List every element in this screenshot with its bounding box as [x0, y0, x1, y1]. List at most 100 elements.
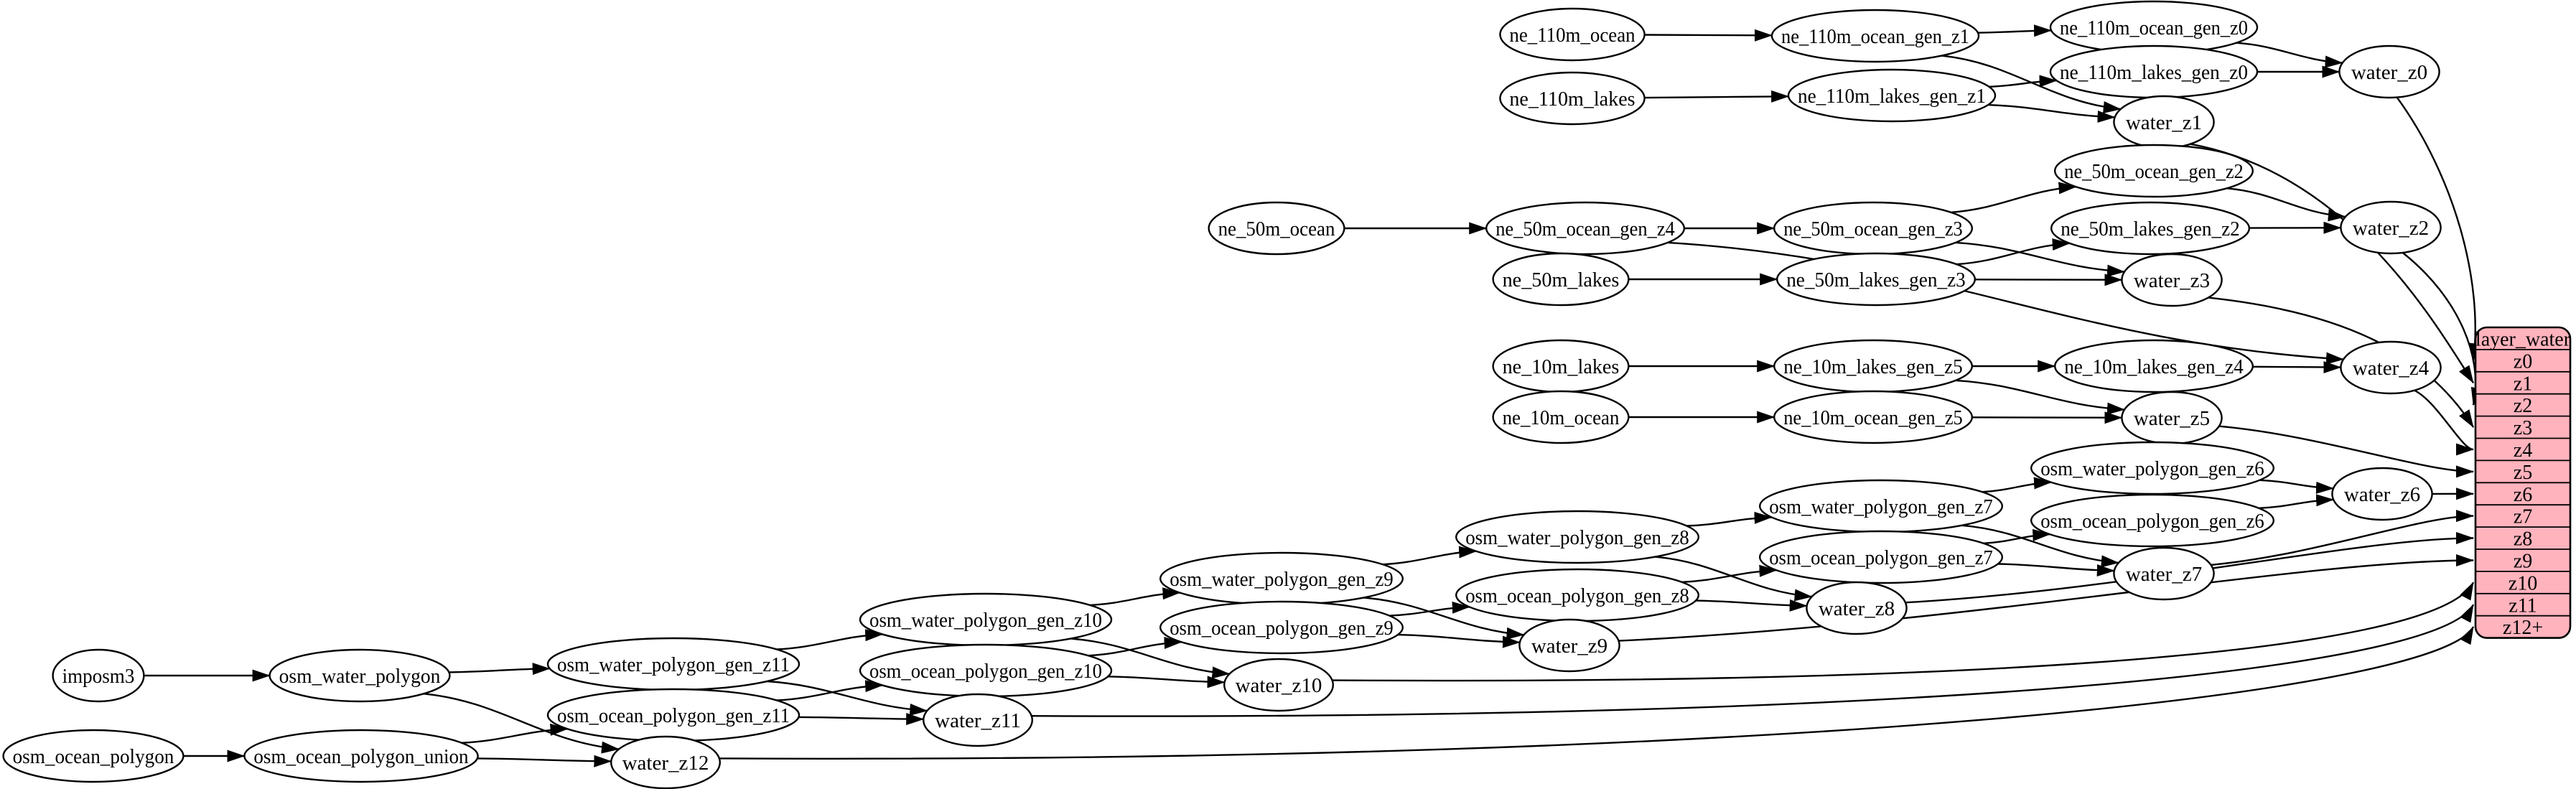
node-label-ne_50m_ocean_gen_z2: ne_50m_ocean_gen_z2	[2064, 160, 2244, 183]
node-label-ne_10m_ocean: ne_10m_ocean	[1503, 406, 1620, 429]
node-label-water_z1: water_z1	[2126, 111, 2202, 134]
edge-osm_water_polygon_gen_z11-to-water_z11	[767, 680, 928, 716]
edge-osm_ocean_polygon_gen_z7-to-water_z7	[1997, 563, 2115, 576]
node-label-osm_ocean_polygon_gen_z11: osm_ocean_polygon_gen_z11	[557, 704, 790, 727]
node-ne_50m_ocean: ne_50m_ocean	[1208, 201, 1345, 256]
node-water_z0: water_z0	[2338, 45, 2440, 99]
edge-osm_ocean_polygon_gen_z10-to-water_z10	[1108, 676, 1226, 688]
edge-osm_water_polygon_gen_z9-to-water_z9	[1363, 597, 1525, 640]
edge-osm_ocean_polygon_gen_z7-to-osm_ocean_polygon_gen_z6	[1983, 528, 2051, 544]
node-ellipse-water_z12	[610, 735, 721, 789]
node-label-water_z10: water_z10	[1236, 674, 1322, 697]
node-label-ne_110m_lakes_gen_z0: ne_110m_lakes_gen_z0	[2060, 61, 2248, 84]
node-label-imposm3: imposm3	[62, 665, 135, 688]
node-ne_10m_lakes_gen_z5: ne_10m_lakes_gen_z5	[1773, 339, 1973, 393]
node-ellipse-osm_ocean_polygon_gen_z9	[1159, 600, 1404, 655]
node-label-water_z9: water_z9	[1531, 635, 1607, 658]
node-water_z3: water_z3	[2121, 253, 2223, 307]
layer-water-table: layer_waterz0z1z2z3z4z5z6z7z8z9z10z11z12…	[2474, 326, 2572, 639]
node-osm_water_polygon_gen_z7: osm_water_polygon_gen_z7	[1758, 479, 2003, 533]
edge-osm_ocean_polygon_union-to-osm_ocean_polygon_gen_z11	[461, 723, 569, 744]
node-osm_water_polygon: osm_water_polygon	[269, 648, 451, 703]
node-label-osm_water_polygon_gen_z6: osm_water_polygon_gen_z6	[2040, 457, 2264, 480]
edge-ne_50m_lakes_gen_z3-to-water_z3	[1974, 274, 2123, 286]
node-ellipse-ne_10m_lakes_gen_z4	[2053, 339, 2254, 393]
node-ellipse-ne_50m_ocean_gen_z4	[1485, 201, 1685, 256]
node-label-ne_10m_ocean_gen_z5: ne_10m_ocean_gen_z5	[1783, 406, 1963, 429]
node-ellipse-ne_110m_ocean_gen_z1	[1770, 9, 1980, 63]
node-label-ne_110m_ocean: ne_110m_ocean	[1509, 24, 1635, 47]
edge-water_z12-to-layer_water-z12+	[719, 626, 2475, 760]
edge-osm_water_polygon_gen_z8-to-water_z8	[1655, 556, 1813, 602]
node-ne_10m_lakes_gen_z4: ne_10m_lakes_gen_z4	[2053, 339, 2254, 393]
node-ellipse-osm_ocean_polygon_gen_z7	[1758, 530, 2003, 584]
node-ne_10m_ocean_gen_z5: ne_10m_ocean_gen_z5	[1773, 390, 1973, 444]
node-ellipse-water_z6	[2331, 467, 2433, 521]
node-label-ne_110m_ocean_gen_z1: ne_110m_ocean_gen_z1	[1781, 25, 1969, 48]
node-ellipse-ne_50m_lakes	[1492, 252, 1630, 307]
node-ne_50m_lakes_gen_z2: ne_50m_lakes_gen_z2	[2050, 201, 2250, 256]
table-row-z12+: z12+	[2503, 617, 2543, 639]
node-label-water_z12: water_z12	[622, 752, 709, 775]
edge-osm_water_polygon_gen_z8-to-osm_water_polygon_gen_z7	[1686, 511, 1773, 527]
node-label-water_z4: water_z4	[2353, 357, 2430, 380]
edge-ne_50m_lakes_gen_z3-to-ne_50m_lakes_gen_z2	[1956, 238, 2071, 266]
edge-ne_50m_ocean_gen_z3-to-water_z3	[1955, 241, 2125, 277]
table-row-z3: z3	[2514, 417, 2532, 439]
node-ne_110m_lakes_gen_z1: ne_110m_lakes_gen_z1	[1787, 68, 1997, 123]
edge-water_z8-to-layer_water-z8	[1905, 532, 2474, 604]
node-ne_110m_ocean_gen_z0: ne_110m_ocean_gen_z0	[2049, 0, 2259, 55]
node-label-osm_water_polygon_gen_z9: osm_water_polygon_gen_z9	[1170, 568, 1394, 591]
node-label-osm_water_polygon_gen_z7: osm_water_polygon_gen_z7	[1769, 495, 1993, 518]
edge-osm_ocean_polygon_gen_z9-to-water_z9	[1397, 633, 1521, 648]
edge-osm_ocean_polygon_union-to-water_z12	[477, 755, 612, 767]
node-ellipse-water_z2	[2340, 200, 2442, 255]
node-water_z7: water_z7	[2113, 546, 2215, 601]
edge-water_z11-to-layer_water-z11	[1031, 604, 2475, 717]
edge-ne_110m_lakes_gen_z1-to-water_z1	[1988, 103, 2116, 123]
edge-ne_110m_ocean_gen_z1-to-ne_110m_ocean_gen_z0	[1977, 24, 2053, 37]
edges-layer	[144, 24, 2483, 767]
edge-ne_110m_lakes-to-ne_110m_lakes_gen_z1	[1644, 90, 1790, 103]
table-row-z2: z2	[2514, 395, 2532, 417]
node-label-ne_110m_lakes: ne_110m_lakes	[1509, 88, 1635, 111]
edge-osm_water_polygon_gen_z6-to-water_z6	[2259, 479, 2334, 494]
edge-osm_ocean_polygon_gen_z10-to-osm_ocean_polygon_gen_z9	[1088, 637, 1182, 657]
table-row-z9: z9	[2514, 551, 2532, 573]
node-label-osm_ocean_polygon_gen_z7: osm_ocean_polygon_gen_z7	[1769, 546, 1993, 569]
edge-ne_110m_ocean_gen_z0-to-water_z0	[2236, 42, 2343, 68]
table-row-z4: z4	[2514, 439, 2532, 462]
node-ellipse-ne_50m_lakes_gen_z2	[2050, 201, 2250, 256]
node-label-water_z8: water_z8	[1819, 597, 1895, 620]
node-label-osm_ocean_polygon_gen_z6: osm_ocean_polygon_gen_z6	[2040, 510, 2264, 533]
node-ne_110m_lakes_gen_z0: ne_110m_lakes_gen_z0	[2049, 45, 2259, 99]
node-osm_water_polygon_gen_z8: osm_water_polygon_gen_z8	[1455, 510, 1699, 564]
edge-osm_ocean_polygon_gen_z9-to-osm_ocean_polygon_gen_z8	[1389, 601, 1470, 617]
node-label-ne_10m_lakes_gen_z5: ne_10m_lakes_gen_z5	[1783, 355, 1963, 378]
node-osm_ocean_polygon_gen_z8: osm_ocean_polygon_gen_z8	[1455, 568, 1699, 622]
node-osm_water_polygon_gen_z11: osm_water_polygon_gen_z11	[546, 637, 801, 691]
table-row-z5: z5	[2514, 462, 2532, 484]
nodes-layer: ne_110m_ocean ne_110m_ocean_gen_z1 ne_110m…	[2, 0, 2442, 789]
node-label-ne_10m_lakes: ne_10m_lakes	[1503, 355, 1620, 378]
edge-ne_50m_ocean_gen_z3-to-ne_50m_ocean_gen_z2	[1951, 182, 2077, 213]
table-row-z10: z10	[2509, 572, 2537, 594]
edge-osm_water_polygon_gen_z7-to-osm_water_polygon_gen_z6	[1982, 477, 2052, 493]
edge-osm_ocean_polygon_gen_z11-to-water_z11	[798, 713, 925, 726]
node-label-ne_50m_lakes: ne_50m_lakes	[1503, 269, 1620, 291]
node-label-osm_water_polygon_gen_z8: osm_water_polygon_gen_z8	[1465, 526, 1689, 549]
node-osm_ocean_polygon_gen_z7: osm_ocean_polygon_gen_z7	[1758, 530, 2003, 584]
node-ellipse-water_z7	[2113, 546, 2215, 601]
node-osm_ocean_polygon_gen_z9: osm_ocean_polygon_gen_z9	[1159, 600, 1404, 655]
node-label-ne_50m_ocean: ne_50m_ocean	[1218, 218, 1335, 241]
edge-ne_10m_lakes_gen_z4-to-water_z4	[2252, 361, 2342, 374]
node-label-ne_110m_ocean_gen_z0: ne_110m_ocean_gen_z0	[2060, 17, 2248, 39]
node-imposm3: imposm3	[52, 648, 145, 703]
edge-water_z5-to-layer_water-z5	[2218, 425, 2474, 478]
edge-osm_water_polygon_gen_z11-to-osm_water_polygon_gen_z10	[776, 629, 884, 650]
node-ellipse-osm_water_polygon	[269, 648, 451, 703]
node-water_z9: water_z9	[1518, 618, 1620, 673]
node-label-ne_50m_lakes_gen_z2: ne_50m_lakes_gen_z2	[2061, 218, 2240, 241]
node-ellipse-osm_ocean_polygon	[2, 729, 185, 783]
